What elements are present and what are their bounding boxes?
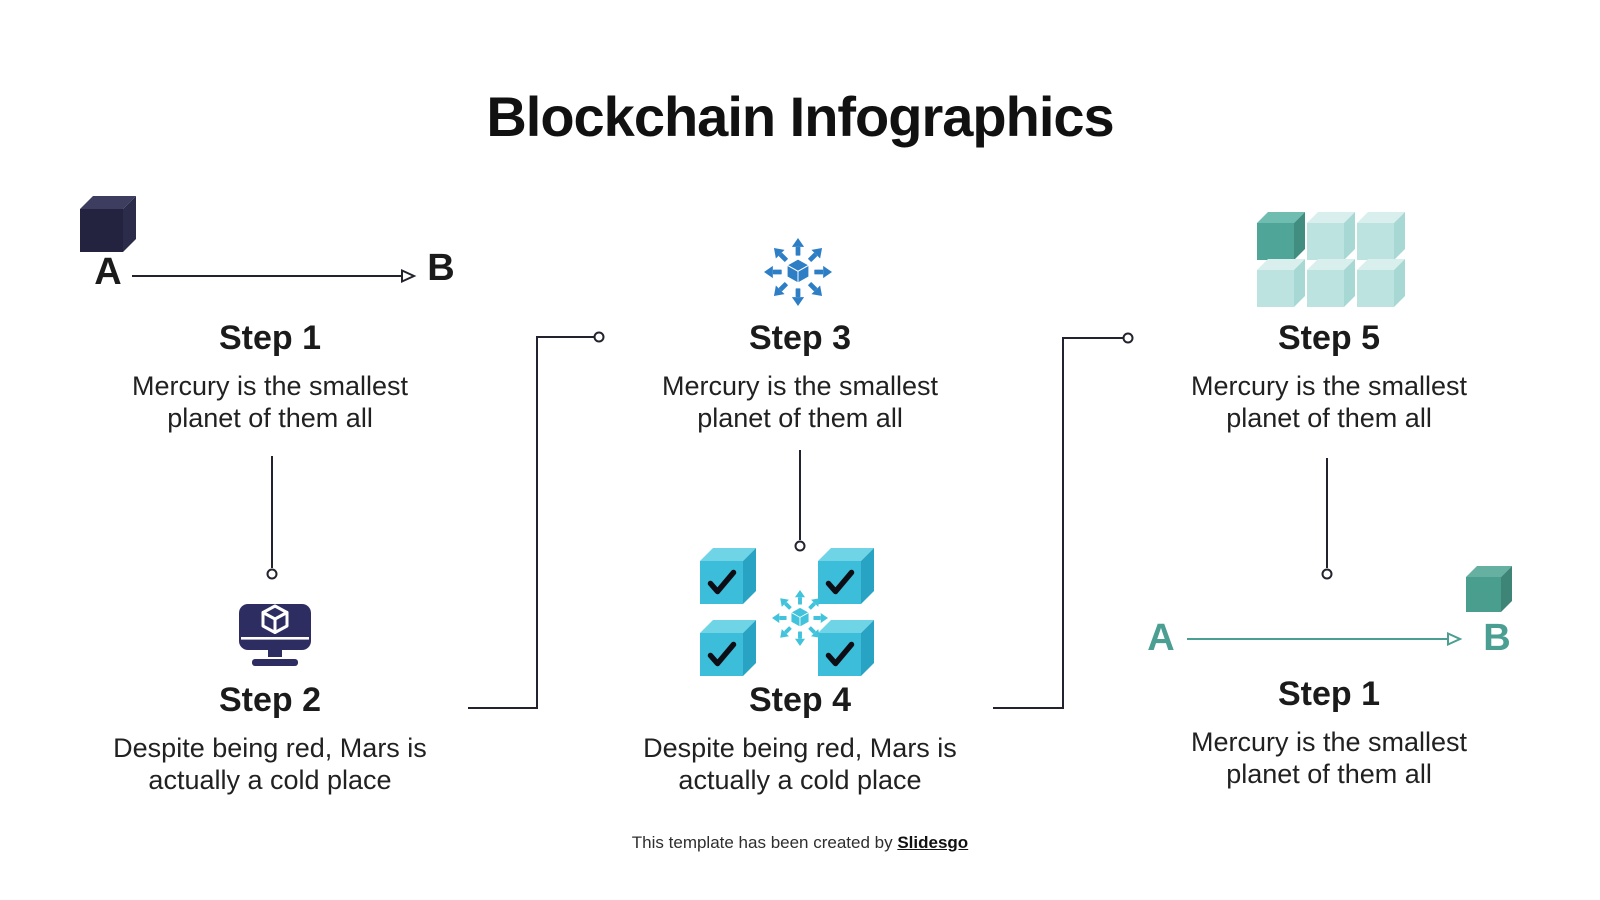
connector-end-dot xyxy=(1122,332,1134,344)
decentralized-network-icon xyxy=(763,237,833,307)
step-title: Step 4 xyxy=(748,681,852,719)
cube-icon-dark xyxy=(80,196,136,252)
elbow-connector-step2-step3 xyxy=(468,336,594,709)
step-title: Step 5 xyxy=(1277,319,1381,357)
cube-dark-teal xyxy=(1257,212,1305,260)
decentralized-network-icon-small xyxy=(771,589,829,647)
credit-text: This template has been created by xyxy=(631,833,898,852)
cube-mint xyxy=(1257,212,1405,307)
step-title: Step 3 xyxy=(748,319,852,357)
step-title: Step 2 xyxy=(218,681,322,719)
step-title: Step 1 xyxy=(218,319,322,357)
step-title: Step 1 xyxy=(1277,675,1381,713)
checkmark-icon xyxy=(707,569,855,667)
a-to-b-arrow-teal xyxy=(1187,631,1463,647)
cube-icon-teal xyxy=(1466,566,1512,612)
slidesgo-link[interactable]: Slidesgo xyxy=(897,833,969,852)
connector-end-dot xyxy=(1321,568,1333,580)
connector-end-dot xyxy=(794,540,806,552)
cyan-cubes xyxy=(700,548,874,676)
label-b: B xyxy=(427,247,455,289)
checked-cubes-icon xyxy=(700,548,874,676)
connector-end-dot xyxy=(266,568,278,580)
a-to-b-arrow-dark xyxy=(132,268,417,284)
cube-grid-icon xyxy=(1257,212,1405,307)
credit-line: This template has been created by Slides… xyxy=(0,833,1600,853)
label-a: A xyxy=(94,251,122,293)
elbow-connector-step4-step5 xyxy=(993,337,1123,709)
connector-end-dot xyxy=(593,331,605,343)
slide-title: Blockchain Infographics xyxy=(486,85,1114,148)
monitor-blockchain-icon xyxy=(239,604,311,666)
cube-outline-glyph xyxy=(261,604,289,634)
connector-lines xyxy=(132,268,1463,709)
label-a: A xyxy=(1147,617,1175,659)
label-b: B xyxy=(1483,617,1511,659)
